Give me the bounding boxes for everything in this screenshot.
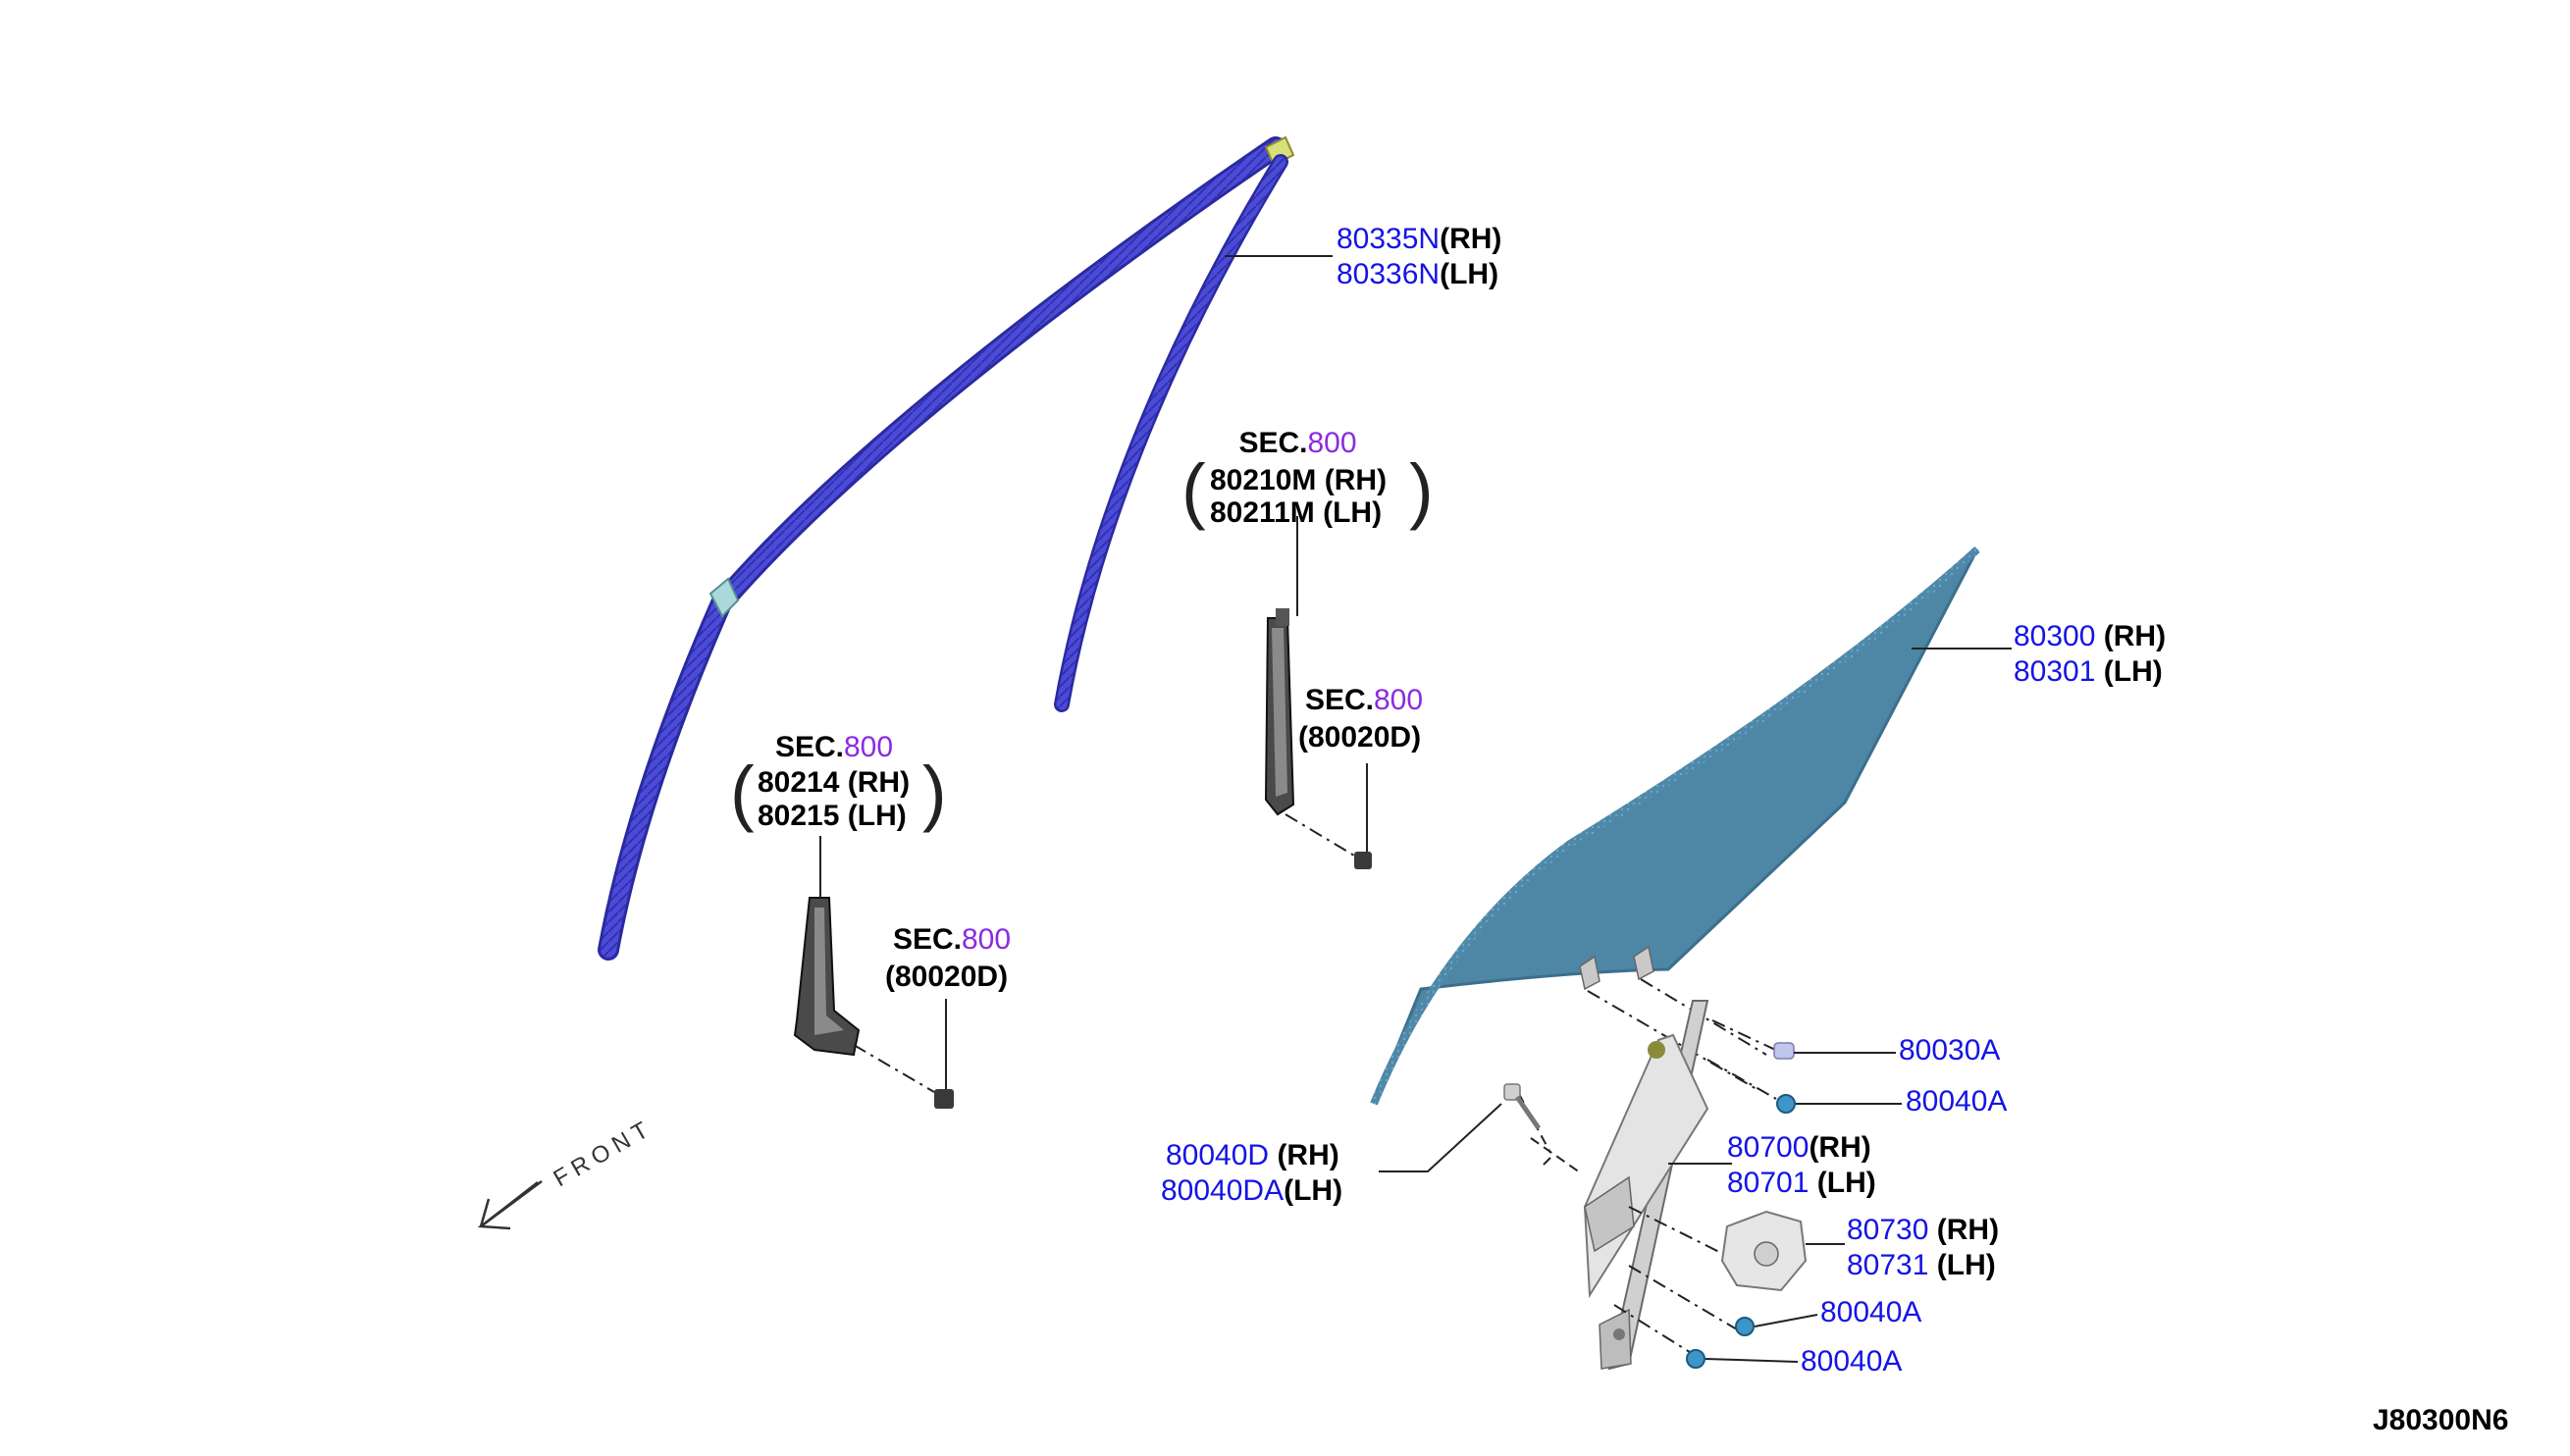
section-number-link[interactable]: 800 [1307,427,1357,459]
front-label: FRONT [550,1114,658,1192]
stud-bolt [1503,1083,1542,1130]
sash-lh-part-number[interactable]: 80336N [1337,258,1441,290]
glass-lh-side: (LH) [2103,655,2163,688]
reg-dashed-lower-2 [1613,1304,1694,1355]
grommet [1773,1042,1795,1060]
regulator-callout-lh: 80701 (LH) [1727,1166,1876,1201]
section-number-link[interactable]: 800 [843,731,894,763]
left-screw-dashed [853,1044,935,1093]
left-upper-open-paren: ( [730,752,755,833]
bolt-mid-part-number[interactable]: 80040A [1820,1296,1922,1328]
glass-lh-part-number[interactable]: 80301 [2014,655,2096,688]
section-prefix: SEC. [1238,427,1308,459]
center-lower-line1: (80020D) [1298,721,1422,754]
regulator-lh-side: (LH) [1816,1167,1876,1199]
stud-leader [1379,1103,1502,1172]
motor-rh-part-number[interactable]: 80730 [1847,1214,1929,1246]
bolt-upper [1776,1094,1796,1114]
left-upper-line2: 80215 (LH) [758,800,907,832]
stud-callout-lh: 80040DA(LH) [1161,1173,1342,1209]
stud-callout-rh: 80040D (RH) [1166,1138,1339,1173]
section-prefix: SEC. [892,923,962,956]
sash-callout-rh: 80335N(RH) [1337,222,1501,257]
glass-callout-rh: 80300 (RH) [2014,619,2166,654]
center-upper-open-paren: ( [1181,449,1206,531]
center-sash-bracket [1264,608,1295,816]
regulator-rh-side: (RH) [1809,1131,1871,1164]
section-prefix: SEC. [774,731,844,763]
inner-sash-channel [1054,154,1288,712]
center-upper-section-ref: SEC.800 [1202,426,1393,461]
sash-rh-part-number[interactable]: 80335N [1337,223,1441,255]
center-lower-section-ref: SEC.800 [1285,683,1442,718]
center-screw-dashed [1285,813,1360,859]
section-number-link[interactable]: 800 [1373,684,1424,716]
section-number-link[interactable]: 800 [961,923,1012,956]
grommet-part-number[interactable]: 80030A [1899,1034,2001,1066]
center-screw [1354,852,1372,869]
motor-callout-lh: 80731 (LH) [1847,1248,1996,1283]
sash-callout-lh: 80336N(LH) [1337,257,1498,292]
regulator-callout-rh: 80700(RH) [1727,1130,1871,1166]
left-sash-bracket [793,897,861,1057]
stud-lh-part-number[interactable]: 80040DA [1161,1174,1285,1207]
reg-dashed-motor [1628,1206,1728,1257]
glass-to-regulator-dashed-2 [1640,978,1767,1056]
regulator-rh-part-number[interactable]: 80700 [1727,1131,1809,1164]
left-lower-section-ref: SEC.800 [873,922,1030,958]
glass-callout-lh: 80301 (LH) [2014,654,2163,690]
regulator-lh-part-number[interactable]: 80701 [1727,1167,1809,1199]
stud-rh-side: (RH) [1277,1139,1339,1171]
left-screw [934,1089,954,1109]
center-upper-line2: 80211M (LH) [1210,496,1383,529]
bolt-mid-leader [1754,1314,1818,1327]
bolt-lower [1686,1349,1705,1369]
motor-callout-rh: 80730 (RH) [1847,1213,1999,1248]
reg-dashed-upper-2 [1706,1059,1777,1100]
bolt-upper-part-number[interactable]: 80040A [1906,1085,2008,1118]
outer-sash-channel [598,135,1295,961]
motor-rh-side: (RH) [1936,1214,2000,1246]
front-arrow-icon [477,1179,543,1230]
glass-rh-part-number[interactable]: 80300 [2014,620,2096,652]
left-upper-close-paren: ) [922,752,947,833]
left-upper-section-ref: SEC.800 [756,730,913,765]
bolt-lower-part-number[interactable]: 80040A [1801,1345,1903,1378]
center-upper-close-paren: ) [1409,449,1434,531]
section-prefix: SEC. [1304,684,1374,716]
sash-rh-side: (RH) [1440,223,1502,255]
center-upper-line1: 80210M (RH) [1210,464,1388,496]
reg-dashed-lower-1 [1628,1265,1738,1330]
motor-lh-side: (LH) [1936,1249,1996,1281]
left-lower-line1: (80020D) [885,961,1009,993]
window-motor [1720,1210,1808,1292]
door-glass [1370,546,1980,1106]
bolt-mid [1735,1317,1755,1336]
glass-rh-side: (RH) [2103,620,2167,652]
window-regulator [1583,1000,1709,1371]
reg-dashed-stud [1518,1093,1581,1173]
left-upper-line1: 80214 (RH) [758,766,911,799]
stud-rh-part-number[interactable]: 80040D [1166,1139,1270,1171]
bolt-lower-leader [1705,1358,1799,1363]
motor-lh-part-number[interactable]: 80731 [1847,1249,1929,1281]
diagram-code: J80300N6 [2373,1404,2509,1436]
stud-lh-side: (LH) [1284,1174,1343,1207]
sash-lh-side: (LH) [1440,258,1499,290]
